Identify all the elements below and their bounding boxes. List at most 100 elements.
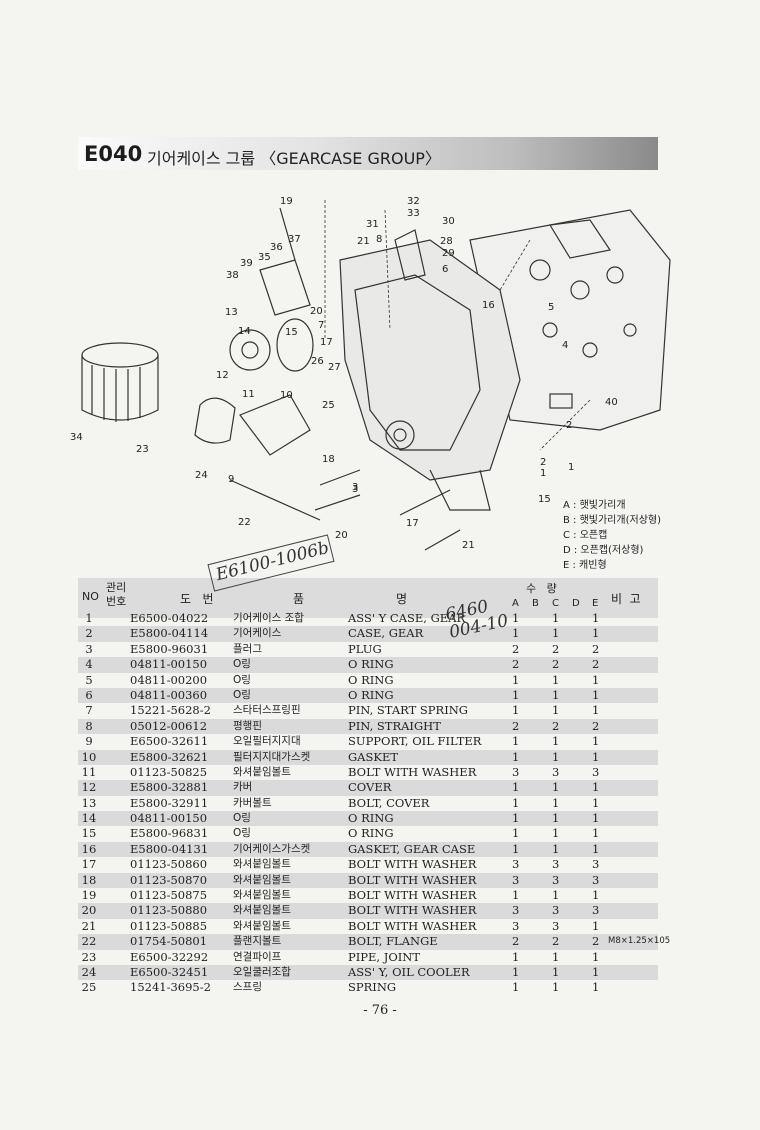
qty-a: 1 [512, 749, 520, 764]
row-no: 5 [85, 672, 93, 687]
callout-number: 21 [357, 236, 370, 247]
part-name-english: BOLT, COVER [348, 795, 430, 810]
header-qty-c: C [552, 598, 559, 609]
header-qty: 수 량 [526, 582, 557, 595]
callout-number: 3 [352, 484, 358, 495]
callout-number: 40 [605, 397, 618, 408]
qty-a: 2 [512, 657, 520, 672]
legend-item: D : 오픈캡(저상형) [563, 545, 644, 556]
qty-e: 1 [592, 888, 600, 903]
qty-c: 3 [552, 872, 560, 887]
header-qty-d: D [572, 598, 580, 609]
callout-number: 29 [442, 248, 455, 259]
group-code: E040 [84, 142, 143, 166]
qty-c: 1 [552, 826, 560, 841]
callout-number: 1 [540, 468, 546, 479]
callout-number: 20 [310, 306, 323, 317]
qty-c: 2 [552, 718, 560, 733]
qty-c: 3 [552, 903, 560, 918]
part-name-korean: O링 [233, 688, 251, 701]
remark: M8×1.25×105 [608, 936, 671, 947]
part-name-english: BOLT WITH WASHER [348, 903, 477, 918]
row-no: 10 [81, 749, 97, 764]
part-name-korean: O링 [233, 673, 251, 686]
qty-a: 1 [512, 780, 520, 795]
qty-a: 1 [512, 826, 520, 841]
qty-a: 1 [512, 888, 520, 903]
qty-e: 1 [592, 687, 600, 702]
part-name-korean: 와셔붙임볼트 [233, 873, 291, 886]
part-number: E6500-32451 [130, 964, 209, 979]
legend-item: E : 캐빈형 [563, 560, 607, 571]
part-name-korean: 필터지지대가스켓 [233, 750, 311, 763]
qty-a: 1 [512, 672, 520, 687]
row-no: 6 [85, 687, 93, 702]
qty-a: 2 [512, 718, 520, 733]
part-name-korean: 와셔붙임볼트 [233, 858, 291, 871]
part-number: E5800-32621 [130, 749, 209, 764]
part-name-english: PLUG [348, 641, 382, 656]
qty-e: 1 [592, 949, 600, 964]
row-no: 8 [85, 718, 93, 733]
row-no: 23 [81, 949, 97, 964]
part-name-korean: 와셔붙임볼트 [233, 889, 291, 902]
part-number: 04811-00150 [130, 811, 208, 826]
part-number: 04811-00360 [130, 687, 208, 702]
callout-number: 4 [562, 340, 568, 351]
qty-c: 1 [552, 749, 560, 764]
qty-a: 3 [512, 872, 520, 887]
group-title: 기어케이스 그룹 〈GEARCASE GROUP〉 [147, 149, 441, 168]
row-no: 3 [85, 641, 93, 656]
part-number: E5800-04131 [130, 841, 209, 856]
header-no: NO [82, 590, 99, 603]
callout-number: 33 [407, 208, 420, 219]
row-no: 11 [81, 764, 97, 779]
callout-number: 32 [407, 196, 420, 207]
legend-item: B : 햇빛가리개(저상형) [563, 515, 661, 526]
callout-number: 2 [566, 420, 572, 431]
qty-c: 1 [552, 611, 560, 625]
callout-number: 22 [238, 517, 251, 528]
part-name-english: O RING [348, 826, 394, 841]
callout-number: 8 [376, 234, 382, 245]
callout-number: 27 [328, 362, 341, 373]
part-name-korean: 카버 [233, 781, 253, 794]
qty-e: 1 [592, 734, 600, 749]
qty-a: 1 [512, 626, 520, 641]
part-name-korean: 카버볼트 [233, 796, 272, 809]
callout-number: 2 [540, 457, 546, 468]
row-no: 21 [81, 918, 97, 933]
callout-number: 21 [462, 540, 475, 551]
qty-c: 1 [552, 687, 560, 702]
qty-e: 1 [592, 672, 600, 687]
part-number: E6500-32292 [130, 949, 209, 964]
row-no: 24 [81, 964, 97, 979]
qty-e: 1 [592, 918, 600, 933]
callout-number: 28 [440, 236, 453, 247]
qty-e: 2 [592, 657, 600, 672]
qty-c: 1 [552, 780, 560, 795]
part-name-korean: O링 [233, 812, 251, 825]
callout-number: 14 [238, 326, 251, 337]
part-name-korean: 오일필터지지대 [233, 735, 301, 748]
qty-c: 3 [552, 918, 560, 933]
part-name-english: ASS' Y CASE, GEAR [348, 611, 466, 625]
qty-c: 1 [552, 964, 560, 979]
row-no: 20 [81, 903, 97, 918]
callout-number: 7 [318, 320, 324, 331]
qty-e: 1 [592, 611, 600, 625]
part-name-korean: 스프링 [233, 981, 262, 994]
qty-c: 1 [552, 888, 560, 903]
part-number: 15221-5628-2 [130, 703, 211, 718]
qty-a: 1 [512, 949, 520, 964]
